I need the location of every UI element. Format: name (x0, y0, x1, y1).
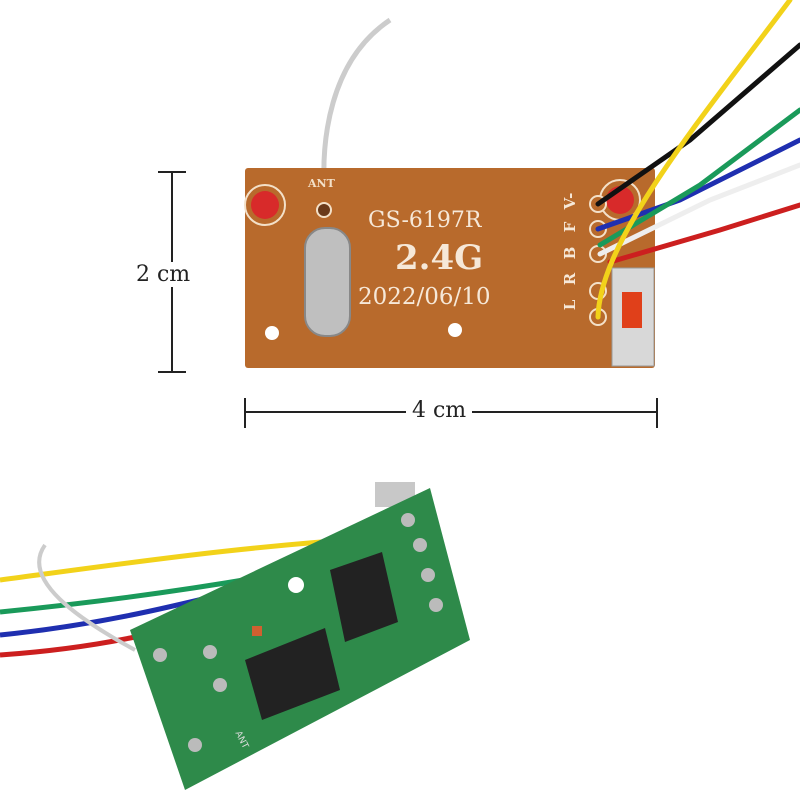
pin-label: B (561, 246, 579, 260)
date-label: 2022/06/10 (358, 284, 491, 310)
pin-label: L (561, 299, 579, 311)
frequency-label: 2.4G (395, 238, 484, 278)
ic-chip (245, 628, 340, 720)
height-label: 2 cm (130, 262, 197, 287)
pcb-bottom-assembly (0, 482, 470, 790)
pin-label: R (561, 272, 579, 286)
mount-hole (448, 323, 462, 337)
wires-top (595, 0, 800, 320)
ic-chip (330, 552, 398, 642)
mount-hole (265, 326, 279, 340)
pin-label: V- (561, 192, 579, 210)
antenna-label: ANT (308, 177, 335, 190)
pin-labels: V- F B R L (558, 188, 582, 318)
crystal-oscillator (304, 227, 351, 337)
width-label: 4 cm (406, 398, 473, 423)
model-label: GS-6197R (368, 208, 482, 233)
pin-label: F (561, 221, 579, 233)
